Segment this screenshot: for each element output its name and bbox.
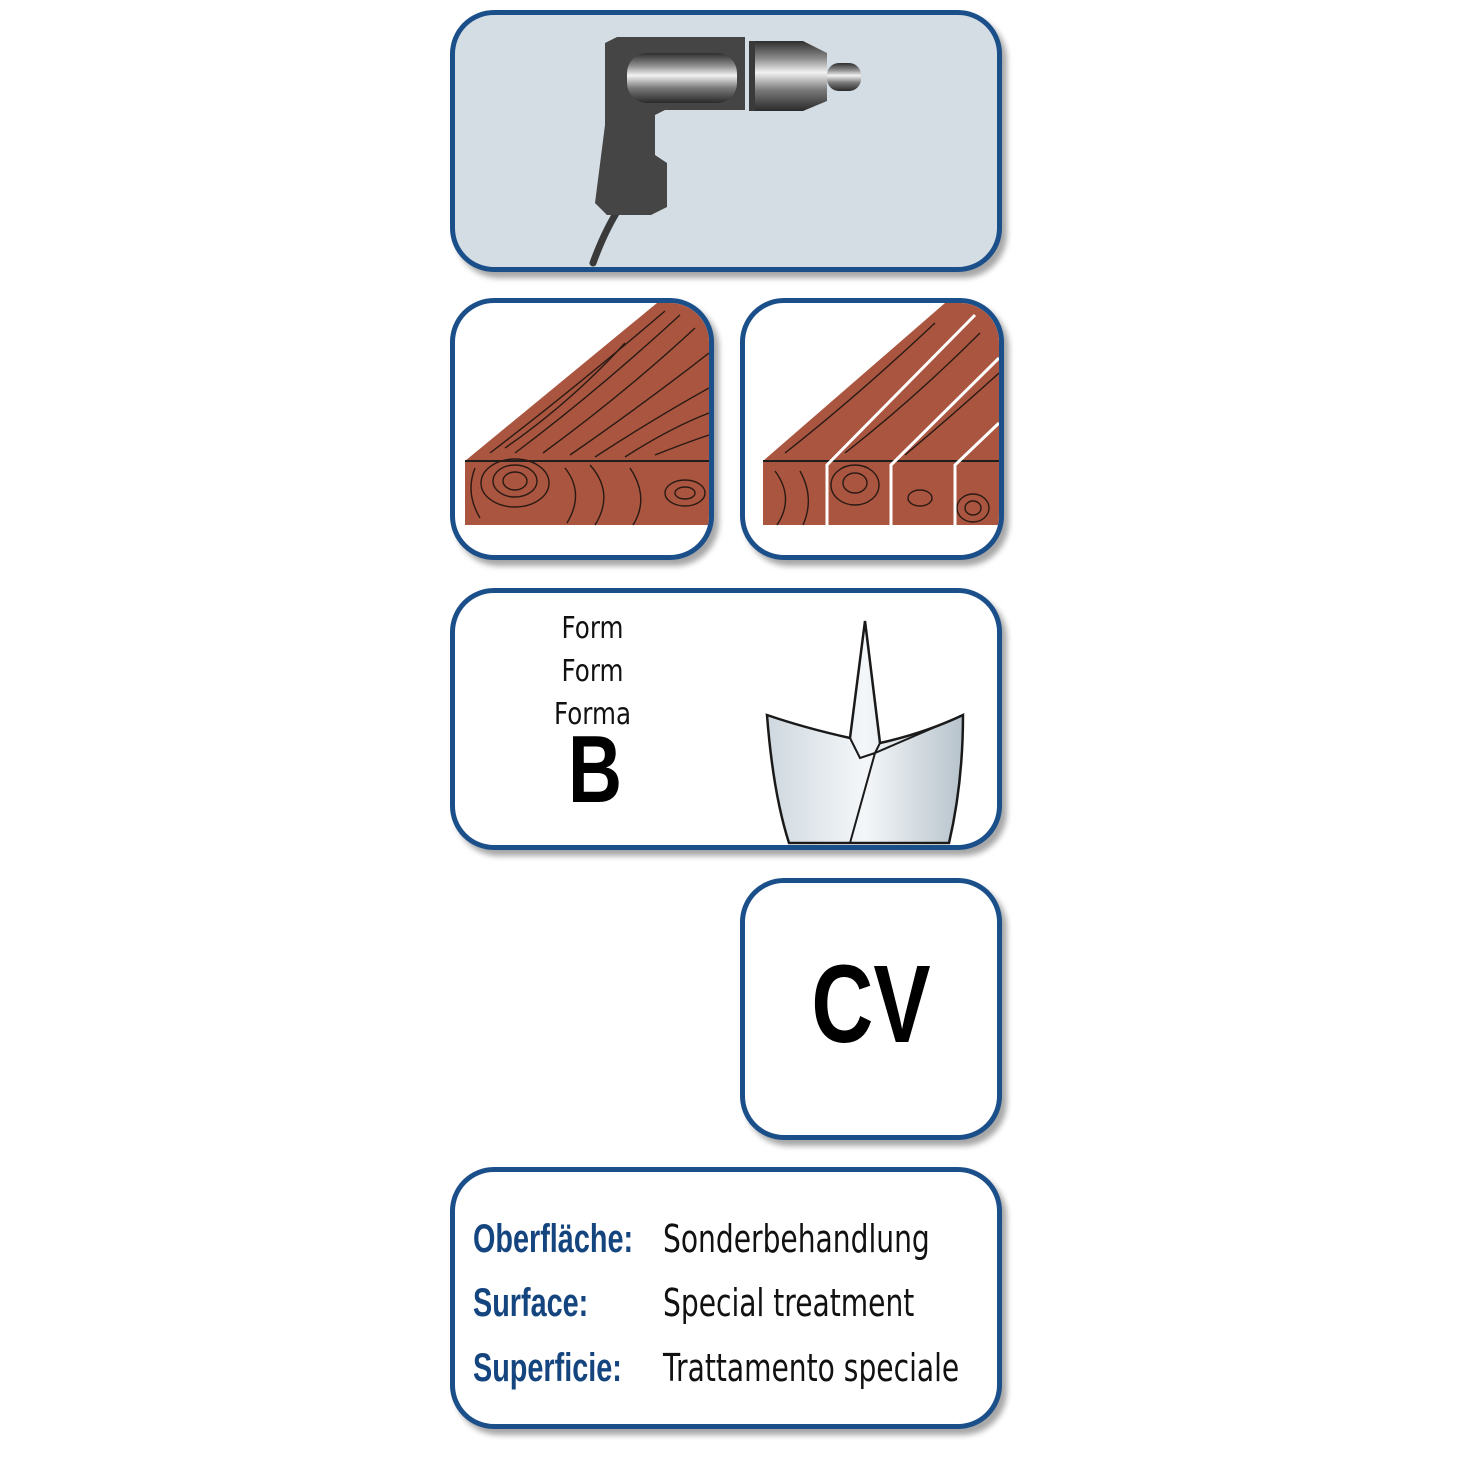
form-type-letter: B	[567, 716, 623, 823]
form-label-de: Form	[561, 611, 624, 646]
form-label-en: Form	[561, 654, 624, 689]
surface-value-en: Special treatment	[663, 1281, 915, 1325]
laminated-wood-icon	[763, 303, 999, 526]
material-card: CV	[740, 878, 1002, 1140]
solid-wood-icon	[465, 303, 709, 526]
surface-card: Oberfläche: Sonderbehandlung Surface: Sp…	[450, 1167, 1002, 1429]
surface-label-de: Oberfläche:	[473, 1217, 634, 1261]
material-code: CV	[811, 943, 931, 1066]
wood-laminated-card	[740, 298, 1004, 560]
form-label-it: Forma	[553, 697, 632, 732]
power-drill-icon	[589, 37, 861, 267]
surface-value-it: Trattamento speciale	[663, 1346, 960, 1390]
surface-value-de: Sonderbehandlung	[663, 1217, 930, 1261]
surface-label-it: Superficie:	[473, 1346, 622, 1390]
form-card: Form Form Forma B	[450, 588, 1002, 850]
form-label-group: Form Form Forma	[515, 607, 670, 736]
wood-solid-card	[450, 298, 714, 560]
drill-card	[450, 10, 1002, 272]
brad-point-tip-icon	[765, 620, 965, 845]
surface-label-en: Surface:	[473, 1281, 589, 1325]
